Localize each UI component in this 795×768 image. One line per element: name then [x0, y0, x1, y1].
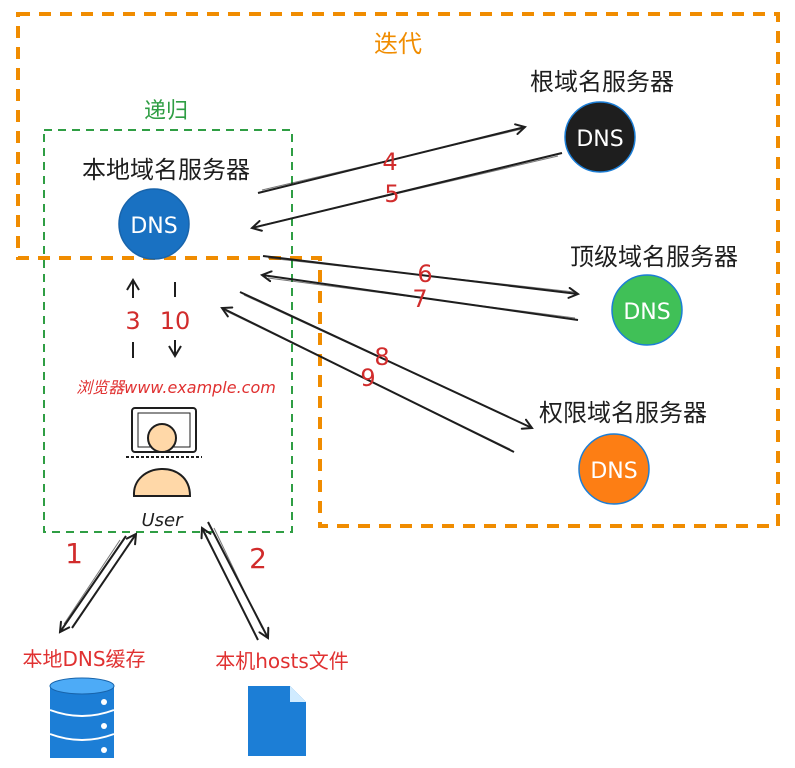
arrow-step-8: [239, 291, 532, 428]
step-6-label: 6: [417, 260, 432, 288]
local-dns-node: DNS: [118, 188, 190, 260]
step-4-label: 4: [382, 148, 397, 176]
local-cache-label: 本地DNS缓存: [22, 647, 145, 671]
step-3-label: 3: [125, 307, 140, 335]
auth-dns-node: DNS: [578, 433, 650, 505]
auth-dns-badge: DNS: [590, 459, 637, 484]
arrow-step-3: [126, 278, 140, 358]
arrow-step-5: [252, 152, 563, 228]
arrow-step-1: [60, 534, 136, 632]
iterative-label: 迭代: [374, 30, 422, 58]
tld-dns-label: 顶级域名服务器: [570, 243, 738, 271]
tld-dns-badge: DNS: [623, 300, 670, 325]
local-dns-label: 本地域名服务器: [82, 156, 250, 184]
file-icon: [248, 686, 306, 756]
recursive-region-border: [43, 129, 293, 533]
local-dns-badge: DNS: [130, 214, 177, 239]
step-5-label: 5: [384, 180, 399, 208]
step-9-label: 9: [360, 364, 375, 392]
arrow-step-10: [168, 282, 182, 358]
hosts-file-label: 本机hosts文件: [215, 649, 349, 673]
arrow-step-9: [222, 308, 515, 453]
arrow-step-6: [262, 255, 578, 294]
user-computer-icon: [126, 407, 202, 497]
auth-dns-label: 权限域名服务器: [539, 399, 707, 427]
root-dns-label: 根域名服务器: [530, 68, 674, 96]
root-dns-badge: DNS: [576, 127, 623, 152]
arrow-step-4: [257, 127, 525, 194]
arrow-step-2: [202, 521, 268, 641]
database-icon: [49, 677, 115, 758]
browser-url-label: 浏览器www.example.com: [76, 378, 276, 397]
step-2-label: 2: [249, 542, 267, 575]
root-dns-node: DNS: [564, 101, 636, 173]
iterative-region-border: [16, 12, 780, 528]
step-8-label: 8: [374, 343, 389, 371]
step-1-label: 1: [65, 537, 83, 570]
arrow-step-7: [262, 275, 579, 321]
recursive-label: 递归: [144, 99, 188, 124]
step-7-label: 7: [412, 285, 427, 313]
tld-dns-node: DNS: [611, 274, 683, 346]
step-10-label: 10: [160, 307, 191, 335]
user-label: User: [141, 510, 184, 531]
